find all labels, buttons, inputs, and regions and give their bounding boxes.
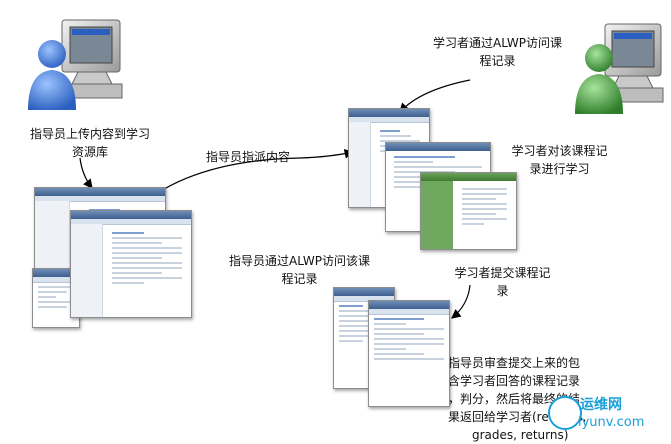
review-grading-screenshot	[368, 300, 450, 407]
label-learner-access-line2: 程记录	[479, 54, 516, 68]
instructor-computer-icon	[28, 19, 123, 110]
library-screenshot-front	[70, 210, 192, 318]
label-submit-line2: 录	[496, 284, 509, 298]
label-learner-study-line2: 录进行学习	[529, 162, 590, 176]
label-review-line2: 含学习者回答的课程记录	[448, 374, 581, 388]
label-upload: 指导员上传内容到学习 资源库	[15, 125, 165, 161]
label-learner-access-line1: 学习者通过ALWP访问课	[433, 36, 562, 50]
label-upload-line1: 指导员上传内容到学习	[29, 127, 150, 141]
label-learner-study-line1: 学习者对该课程记	[511, 144, 608, 158]
label-review-line3: ，判分，然后将最终的结	[448, 392, 581, 406]
label-learner-access: 学习者通过ALWP访问课 程记录	[415, 34, 580, 70]
label-instructor-access-line2: 程记录	[281, 272, 318, 286]
label-review: 指导员审查提交上来的包 含学习者回答的课程记录 ，判分，然后将最终的结 果返回给…	[448, 354, 618, 444]
label-instructor-access-line1: 指导员通过ALWP访问该课	[229, 254, 370, 268]
label-submit-line1: 学习者提交课程记	[454, 266, 551, 280]
label-learner-study: 学习者对该课程记 录进行学习	[497, 142, 622, 178]
label-upload-line2: 资源库	[71, 145, 108, 159]
learner-study-screenshot	[420, 172, 517, 250]
watermark-logo-icon	[548, 396, 582, 430]
watermark-text-cn: 运维网	[580, 397, 622, 413]
watermark-text-en: iyunv.com	[578, 415, 645, 430]
label-assign: 指导员指派内容	[205, 150, 290, 164]
label-instructor-access: 指导员通过ALWP访问该课 程记录	[212, 252, 387, 288]
learner-computer-icon	[575, 23, 664, 114]
label-review-line1: 指导员审查提交上来的包	[448, 356, 581, 370]
arrow-upload	[79, 157, 93, 189]
arrow-submit	[451, 284, 471, 319]
label-submit: 学习者提交课程记 录	[440, 264, 565, 300]
